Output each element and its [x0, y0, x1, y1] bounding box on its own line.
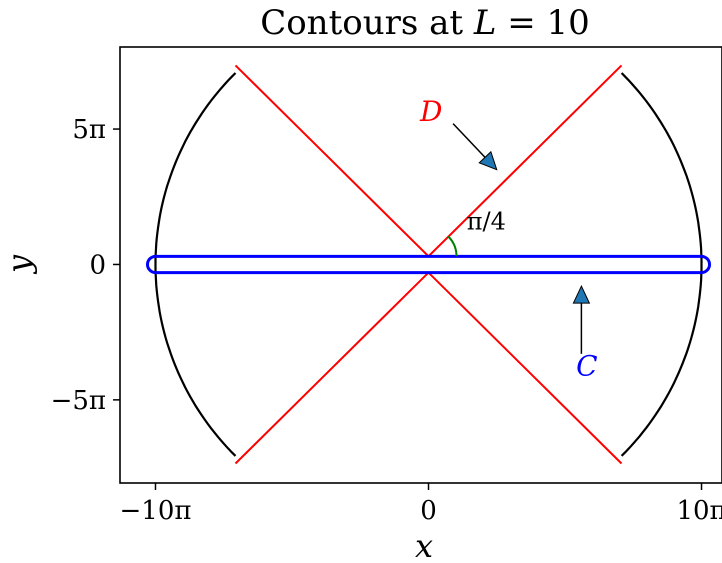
x-tick-label: 10π: [676, 496, 722, 526]
y-tick-label: 5π: [72, 115, 106, 145]
angle-arc: [447, 235, 458, 257]
x-tick-label: 0: [420, 496, 437, 526]
label-c: C: [576, 349, 597, 382]
x-tick-label: −10π: [120, 496, 192, 526]
boundary-right-arc: [620, 72, 703, 457]
x-ticks: −10π 0 10π: [120, 483, 722, 526]
y-tick-label: −5π: [51, 386, 106, 416]
chart-title: Contours at L = 10: [260, 3, 590, 43]
y-tick-label: 0: [89, 250, 106, 280]
x-axis-label: x: [415, 527, 433, 563]
arrow-d-head: [478, 150, 498, 171]
plot-area: D C π/4: [145, 64, 712, 465]
title-text: Contours at: [260, 3, 474, 43]
arrow-d-shaft: [452, 123, 486, 158]
boundary-left-arc: [154, 72, 237, 457]
label-d: D: [419, 95, 442, 128]
contour-c: [145, 254, 712, 275]
title-var: L: [473, 3, 497, 43]
arrow-c-head: [572, 284, 591, 304]
contour-d-lower: [234, 271, 623, 465]
y-axis-label: y: [0, 254, 38, 275]
y-ticks: 5π 0 −5π: [51, 115, 120, 416]
label-angle: π/4: [467, 207, 506, 235]
title-eq: = 10: [496, 3, 589, 43]
